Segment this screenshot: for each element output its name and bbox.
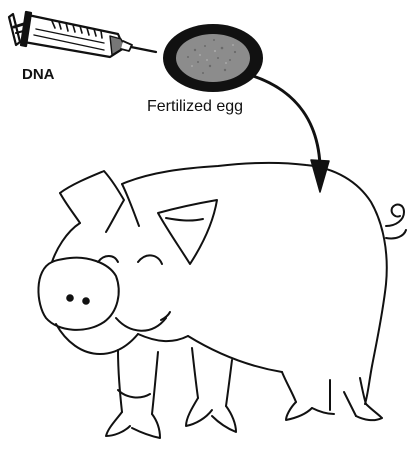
transfer-arrow (253, 76, 329, 192)
pig-illustration (38, 163, 406, 438)
dna-label: DNA (22, 67, 55, 82)
fertilized-egg-label: Fertilized egg (147, 99, 243, 115)
syringe-icon (9, 12, 156, 57)
fertilized-egg-icon (163, 24, 263, 92)
